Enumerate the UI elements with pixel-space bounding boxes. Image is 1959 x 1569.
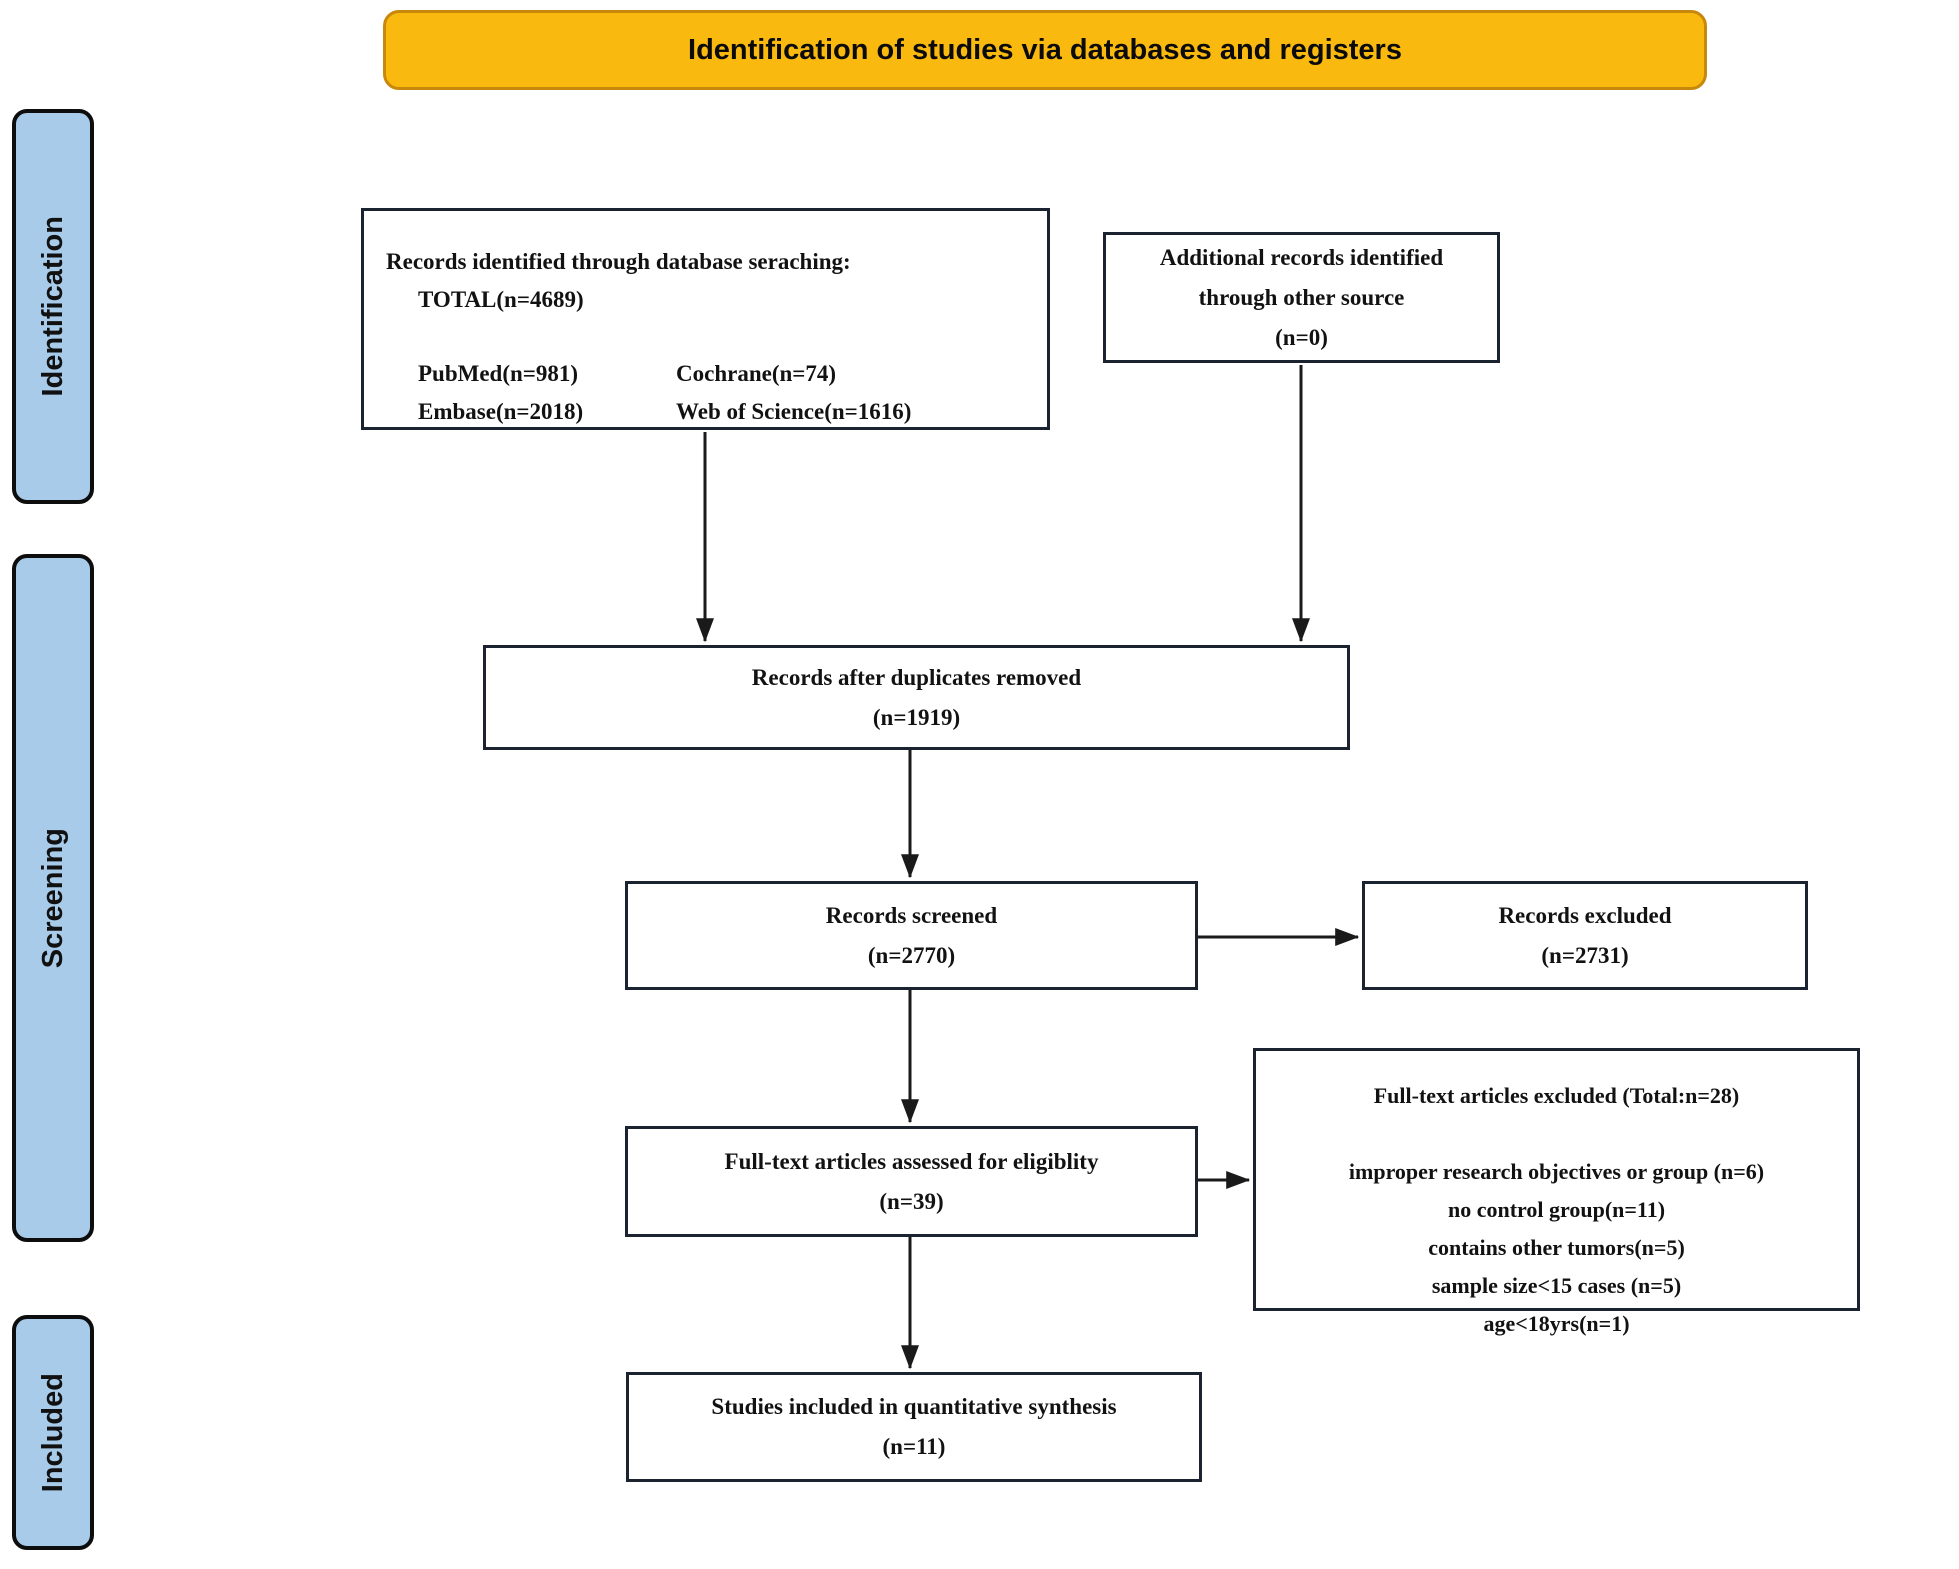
- db-pubmed-count: PubMed(n=981): [418, 361, 579, 386]
- studies-included-count: (n=11): [882, 1434, 946, 1459]
- stage-label-identification: Identification: [12, 109, 94, 504]
- fulltext-assessed-count: (n=39): [879, 1188, 944, 1214]
- db-embase-count: Embase(n=2018): [418, 399, 584, 424]
- records-excluded-count: (n=2731): [1541, 942, 1629, 968]
- stage-label-screening: Screening: [12, 554, 94, 1242]
- records-identified-box: Records identified through database sera…: [361, 208, 1050, 430]
- fulltext-excluded-title: Full-text articles excluded (Total:n=28): [1373, 1083, 1740, 1108]
- exclusion-reason: age<18yrs(n=1): [1483, 1311, 1630, 1336]
- exclusion-reason: sample size<15 cases (n=5): [1431, 1273, 1682, 1298]
- studies-included-box: Studies included in quantitative synthes…: [626, 1372, 1202, 1482]
- records-screened-box: Records screened (n=2770): [625, 881, 1198, 990]
- exclusion-reason: improper research objectives or group (n…: [1348, 1159, 1765, 1184]
- records-identified-title: Records identified through database sera…: [386, 249, 851, 274]
- additional-records-box: Additional records identified through ot…: [1103, 232, 1500, 363]
- db-cochrane-count: Cochrane(n=74): [676, 361, 837, 386]
- flow-title-label: Identification of studies via databases …: [688, 33, 1402, 66]
- records-screened-count: (n=2770): [867, 942, 956, 968]
- records-excluded-box: Records excluded (n=2731): [1362, 881, 1808, 990]
- additional-records-count: (n=0): [1275, 324, 1328, 350]
- fulltext-excluded-box: Full-text articles excluded (Total:n=28)…: [1253, 1048, 1860, 1336]
- db-webofscience-count: Web of Science(n=1616): [676, 399, 912, 424]
- fulltext-assessed-box: Full-text articles assessed for eligibli…: [625, 1126, 1198, 1237]
- exclusion-reason: contains other tumors(n=5): [1428, 1235, 1685, 1260]
- duplicates-removed-box: Records after duplicates removed (n=1919…: [483, 645, 1350, 750]
- flow-title-banner: Identification of studies via databases …: [383, 10, 1707, 90]
- duplicates-removed-count: (n=1919): [872, 704, 961, 730]
- stage-label-included: Included: [12, 1315, 94, 1550]
- exclusion-reason: no control group(n=11): [1447, 1197, 1666, 1222]
- records-identified-total: TOTAL(n=4689): [418, 287, 584, 312]
